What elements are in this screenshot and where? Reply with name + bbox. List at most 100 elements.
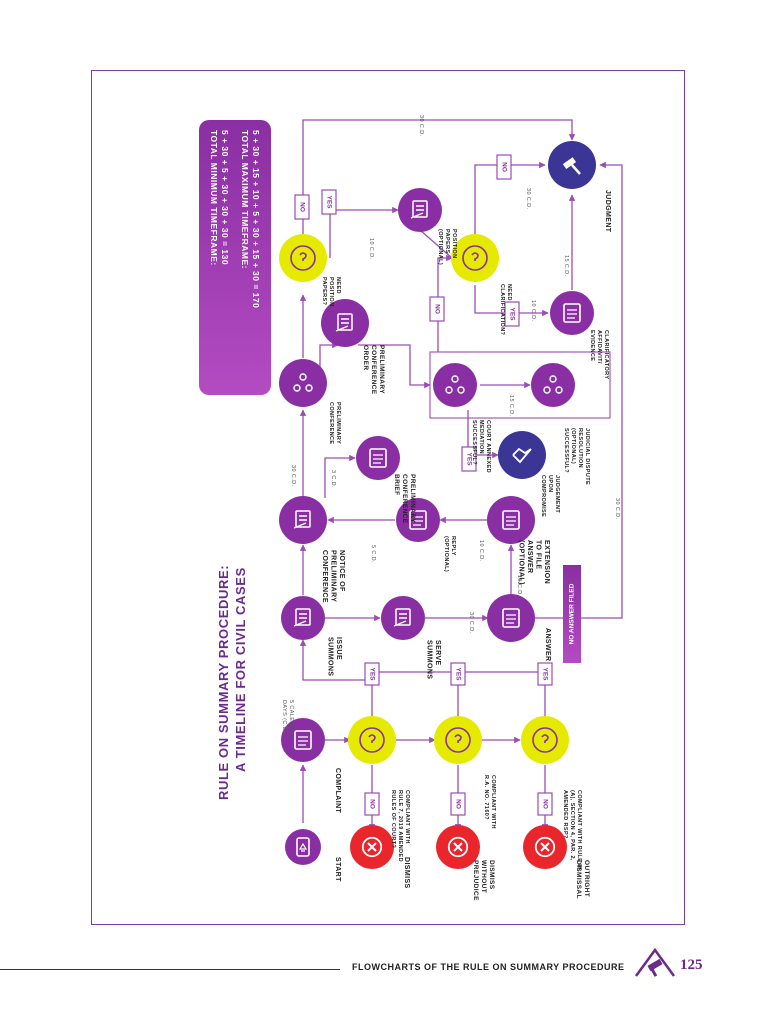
svg-text:PRELIMINARY: PRELIMINARY [330,550,337,602]
svg-text:WITHOUT: WITHOUT [480,860,487,893]
flow-labels: RULE ON SUMMARY PROCEDURE:A TIMELINE FOR… [216,115,620,901]
svg-text:CLARIFICATION?: CLARIFICATION? [499,284,505,336]
document-icon [502,608,520,628]
svg-text:AFFIDAVIT/: AFFIDAVIT/ [596,330,602,364]
footer-title: FLOWCHARTS OF THE RULE ON SUMMARY PROCED… [352,962,625,972]
close-icon [361,836,383,858]
gavel-logo-icon [634,947,676,977]
d10-label-3: 10 C.D. [530,300,536,322]
svg-text:5 C.D.: 5 C.D. [370,545,376,563]
svg-text:TOTAL MAXIMUM TIMEFRAME:: TOTAL MAXIMUM TIMEFRAME: [240,130,250,269]
no-pill-position: NO [294,194,310,220]
court-annexed-node [433,363,477,407]
svg-text:SUMMONS: SUMMONS [426,640,433,679]
hand-document-icon [393,608,411,627]
svg-text:START: START [334,857,341,882]
start-label: START [334,857,341,882]
svg-text:AMENDED RSP?: AMENDED RSP? [562,790,568,839]
svg-text:PRELIMINARY: PRELIMINARY [409,474,416,523]
d15-label-2: 15 C.D. [508,395,514,417]
svg-text:NO ANSWER FILED: NO ANSWER FILED [569,583,576,644]
d10-label-2: 10 C.D. [368,238,374,260]
judgment-label: JUDGMENT [604,190,611,233]
d30-label-4: 30 C.D. [418,115,424,137]
svg-text:COMPLIANT WITH RULE III: COMPLIANT WITH RULE III [576,790,582,870]
flow-arrow [474,285,549,317]
svg-text:CONFERENCE: CONFERENCE [321,550,328,603]
answer-label: ANSWER [544,628,551,662]
svg-text:30 C.D.: 30 C.D. [418,115,424,137]
flow-arrow [474,161,546,235]
dismiss-node [350,825,394,869]
people-icon [543,375,563,394]
svg-text:CONFERENCE: CONFERENCE [370,345,377,395]
extension-node [487,496,535,544]
svg-text:JUDGEMENT: JUDGEMENT [554,475,560,513]
svg-text:RULE ON SUMMARY PROCEDURE:: RULE ON SUMMARY PROCEDURE: [216,565,231,800]
svg-text:MEDIATION: MEDIATION [478,420,484,454]
svg-text:SUCCESSFUL?: SUCCESSFUL? [471,420,477,465]
flow-arrow [329,206,399,258]
decision-rule7-node [348,716,396,764]
svg-text:COMPLIANT WITH: COMPLIANT WITH [404,790,410,844]
decision-position-node [279,234,327,282]
hand-document-icon [293,608,311,627]
svg-text:COMPLIANT WITH: COMPLIANT WITH [490,775,496,829]
d30-label-5: 30 C.D. [614,498,620,520]
svg-text:NEED: NEED [506,284,512,301]
svg-text:NOTICE OF: NOTICE OF [338,550,345,592]
svg-text:COMPLAINT: COMPLAINT [334,768,341,814]
dismiss-label: DISMISS [403,857,410,889]
question-icon [462,245,488,271]
svg-text:EXTENSION: EXTENSION [543,540,550,584]
svg-text:3 C.D.: 3 C.D. [330,470,336,488]
svg-text:UPON: UPON [547,475,553,493]
d30-label-2: 30 C.D. [290,465,296,487]
close-icon [534,836,556,858]
svg-text:(OPTIONAL): (OPTIONAL) [518,540,525,585]
page-title: RULE ON SUMMARY PROCEDURE:A TIMELINE FOR… [216,565,248,800]
svg-text:5 + 30 + 15 + 10 + 5 + 30 + 15: 5 + 30 + 15 + 10 + 5 + 30 + 15 + 30 = 17… [251,130,261,308]
question-icon [532,727,558,753]
svg-text:OUTRIGHT: OUTRIGHT [583,860,590,897]
svg-text:DISMISS: DISMISS [488,860,495,890]
svg-text:YES: YES [508,307,515,321]
position-papers-node [398,188,442,232]
svg-text:DISMISS: DISMISS [403,857,410,889]
handshake-icon [512,447,532,464]
svg-text:30 C.D.: 30 C.D. [290,465,296,487]
svg-text:(OPTIONAL): (OPTIONAL) [443,536,449,572]
d30-label: 30 C.D. [468,612,474,634]
svg-text:(A), SECTION 4, PAR. 2,: (A), SECTION 4, PAR. 2, [569,790,575,861]
svg-text:SERVE: SERVE [434,640,441,666]
svg-text:RULE 7, 2019 AMENDED: RULE 7, 2019 AMENDED [397,790,403,862]
outright-dismissal-node [523,825,567,869]
hand-document-icon [293,510,311,529]
svg-text:DISMISSAL: DISMISSAL [575,860,582,899]
d3-label: 3 C.D. [330,470,336,488]
svg-text:POSITION: POSITION [328,277,334,306]
notice-preliminary-node [279,496,327,544]
clarificatory-node [550,291,594,335]
document-icon [369,448,387,468]
judicial-dispute-label: JUDICIAL DISPUTERESOLUTION(OPTIONAL)SUCC… [563,428,590,485]
no-pill-3: NO [537,792,553,816]
d10-label: 10 C.D. [478,540,484,562]
svg-text:5 CALENDAR: 5 CALENDAR [288,700,294,739]
svg-text:JUDICIAL DISPUTE: JUDICIAL DISPUTE [584,428,590,485]
